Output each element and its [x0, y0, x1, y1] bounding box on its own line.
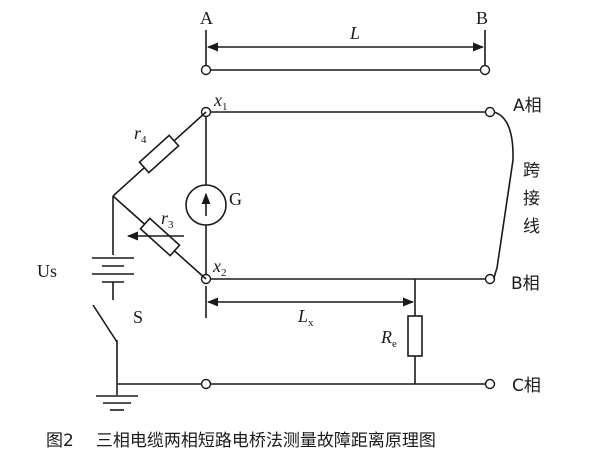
- terminal-phase-b: [484, 273, 496, 285]
- terminal-phase-a: [484, 106, 496, 118]
- label-lx: Lx: [297, 306, 314, 329]
- terminal-phase-c: [484, 378, 496, 390]
- label-phase-c: C相: [512, 376, 541, 396]
- label-node-x1: x1: [213, 90, 228, 113]
- phase-conductors: x1 x2 A相 B相 C相 跨 接 线: [118, 90, 542, 396]
- fault-section: Lx Re: [205, 279, 423, 384]
- figure-number: 图2: [46, 431, 74, 451]
- label-r3: r3: [161, 208, 174, 231]
- length-reference: A B L: [200, 8, 491, 76]
- jumper-wire: [493, 111, 514, 280]
- label-length: L: [349, 23, 360, 43]
- terminal-a-top: [200, 64, 212, 76]
- switch-blade: [92, 304, 118, 343]
- label-jumper-char-1: 跨: [523, 161, 540, 181]
- label-phase-b: B相: [511, 274, 540, 294]
- label-node-x2: x2: [212, 256, 227, 279]
- bridge-arms: r4 r3 G: [112, 111, 242, 280]
- label-r4: r4: [134, 123, 147, 146]
- figure-title: 三相电缆两相短路电桥法测量故障距离原理图: [96, 431, 436, 451]
- terminal-b-top: [479, 64, 491, 76]
- label-jumper-char-3: 线: [523, 217, 540, 237]
- label-switch: S: [133, 307, 143, 327]
- figure-caption: 图2 三相电缆两相短路电桥法测量故障距离原理图: [46, 431, 436, 451]
- label-supply: Us: [37, 261, 57, 281]
- resistor-r3: [139, 217, 181, 257]
- label-re: Re: [380, 327, 397, 350]
- supply-branch: Us S: [37, 196, 143, 411]
- resistor-re: [407, 315, 423, 357]
- label-jumper-char-2: 接: [523, 189, 540, 209]
- label-end-b: B: [476, 8, 488, 28]
- terminal-c-left: [200, 378, 212, 390]
- resistor-r4: [138, 134, 180, 174]
- label-phase-a: A相: [513, 96, 542, 116]
- label-end-a: A: [200, 8, 213, 28]
- label-galvanometer: G: [229, 189, 242, 209]
